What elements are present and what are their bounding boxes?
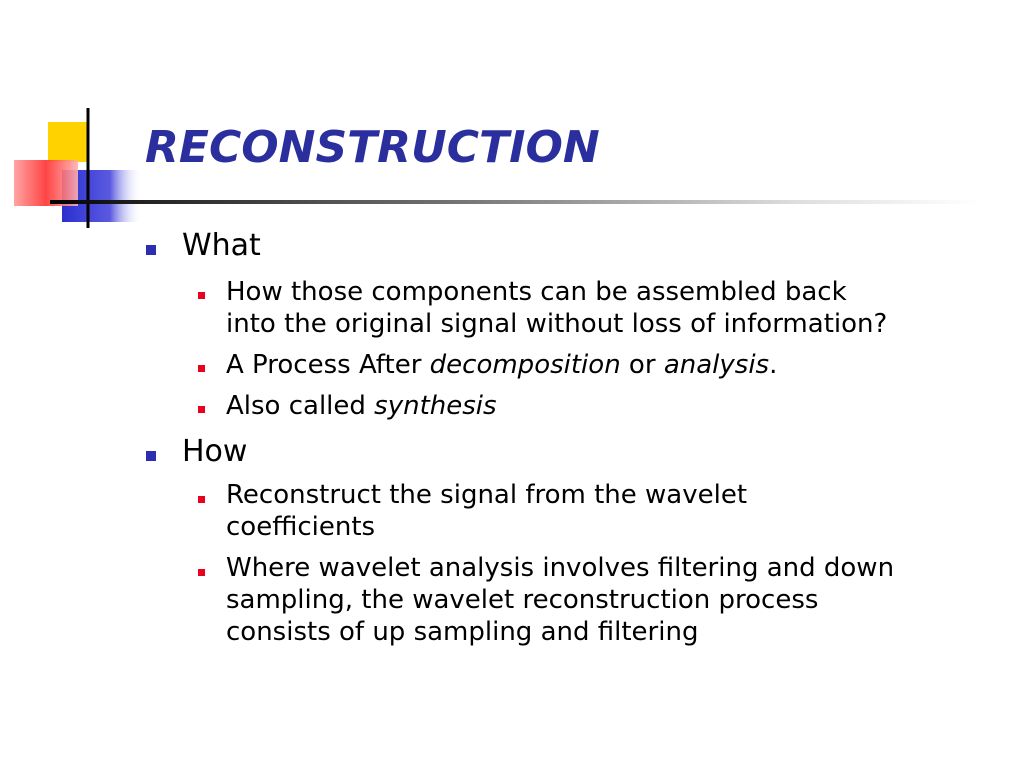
list-item-line: consists of up sampling and filtering (226, 617, 699, 647)
text-segment: or (620, 350, 664, 380)
level2-bullet (198, 406, 205, 413)
list-item-line: How those components can be assembled ba… (226, 277, 847, 307)
level1-bullet (146, 245, 156, 255)
text-segment: A Process After (226, 350, 430, 380)
deco-red-square (14, 160, 78, 206)
level2-bullet (198, 569, 205, 576)
section-heading-how: How (182, 434, 248, 469)
level2-bullet (198, 292, 205, 299)
list-item: A Process After decomposition or analysi… (226, 349, 1006, 381)
list-item: Reconstruct the signal from the wavelet … (226, 479, 1006, 543)
list-item: How those components can be assembled ba… (226, 276, 1006, 340)
list-item-line: Reconstruct the signal from the wavelet (226, 480, 748, 510)
text-segment: . (769, 350, 778, 380)
list-item: Where wavelet analysis involves filterin… (226, 552, 1006, 648)
text-segment: Also called (226, 391, 375, 421)
list-item: Also called synthesis (226, 390, 1006, 422)
list-item-line: Where wavelet analysis involves filterin… (226, 553, 895, 583)
level2-bullet (198, 365, 205, 372)
list-item-line: coefficients (226, 512, 376, 542)
list-item-line: sampling, the wavelet reconstruction pro… (226, 585, 819, 615)
deco-yellow-square (48, 122, 88, 162)
title-underline (50, 200, 980, 204)
level2-bullet (198, 496, 205, 503)
slide-title: RECONSTRUCTION (145, 122, 600, 173)
text-segment-italic: synthesis (374, 391, 497, 421)
section-heading-what: What (182, 228, 261, 263)
level1-bullet (146, 451, 156, 461)
text-segment-italic: decomposition (429, 350, 621, 380)
list-item-line: into the original signal without loss of… (226, 309, 888, 339)
corner-decoration (14, 108, 142, 228)
text-segment-italic: analysis (663, 350, 770, 380)
